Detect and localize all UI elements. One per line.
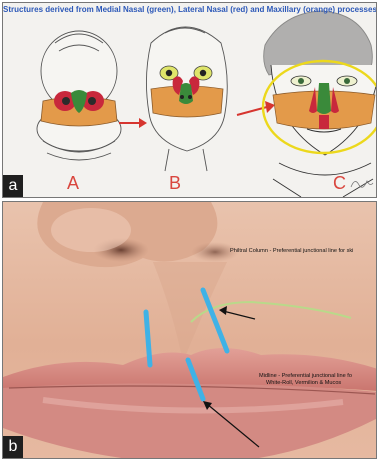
stage-c-medial-nasal bbox=[317, 83, 331, 129]
signature-mark bbox=[351, 181, 373, 187]
arrow-b-to-c bbox=[237, 101, 275, 115]
stage-b-medial-nasal bbox=[179, 83, 193, 104]
stage-label-a: A bbox=[67, 173, 79, 194]
midline-annotation-line2: White-Roll, Vermilion & Mucos bbox=[266, 380, 341, 387]
panel-a-embryology-drawing: Structures derived from Medial Nasal (gr… bbox=[2, 2, 377, 198]
stage-b-neck bbox=[165, 149, 207, 171]
nose bbox=[37, 202, 239, 267]
panel-label-b: b bbox=[3, 436, 23, 458]
philtral-annotation: Philtral Column - Preferential junctiona… bbox=[230, 248, 353, 255]
stage-label-b: B bbox=[169, 173, 181, 194]
panel-label-a: a bbox=[3, 175, 23, 197]
midline-annotation-line1: Midline - Preferential junctional line f… bbox=[259, 373, 352, 380]
panel-a-title: Structures derived from Medial Nasal (gr… bbox=[3, 5, 376, 14]
embryology-sketch bbox=[3, 3, 377, 198]
arrow-a-to-b bbox=[119, 118, 147, 128]
lip-illustration bbox=[3, 202, 377, 459]
panel-b-lip-photo: Philtral Column - Preferential junctiona… bbox=[2, 201, 377, 459]
stage-label-c: C bbox=[333, 173, 346, 194]
